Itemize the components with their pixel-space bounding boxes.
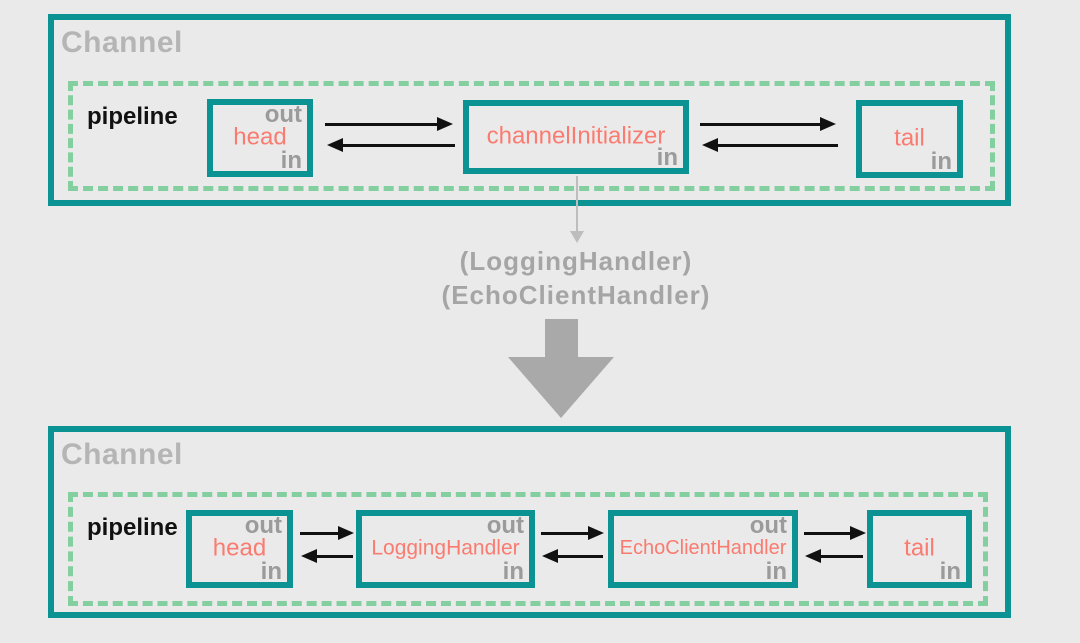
node-out-label: out [486,512,524,539]
down-arrow-head-icon [570,231,584,243]
node-tail: tail in [867,510,972,588]
channel-title: Channel [61,438,183,471]
node-name: LoggingHandler [371,536,520,560]
pipeline-label: pipeline [87,103,178,130]
arrow-right-icon [804,526,866,540]
arrow-right-icon [700,117,836,131]
node-name: EchoClientHandler [619,537,787,560]
node-in-label: in [260,558,282,585]
node-out-label: out [264,101,302,128]
node-channel-initializer: channelInitializer in [463,100,689,174]
node-logging-handler: out LoggingHandler in [356,510,535,588]
pipeline-box-before [68,81,995,191]
arrow-right-icon [541,526,604,540]
node-in-label: in [765,558,787,585]
pipeline-label: pipeline [87,514,178,541]
node-in-label: in [930,148,952,175]
arrow-left-icon [542,549,603,563]
arrow-right-icon [325,117,453,131]
arrow-left-icon [301,549,353,563]
handler-list-line: (EchoClientHandler) [441,280,711,310]
node-in-label: in [502,558,524,585]
node-tail: tail in [856,100,963,178]
arrow-left-icon [702,138,838,152]
node-echo-client-handler: out EchoClientHandler in [608,510,798,588]
channel-title: Channel [61,26,183,59]
big-down-arrow-icon [545,319,578,358]
pipeline-box-after [68,492,988,606]
arrow-left-icon [327,138,455,152]
channel-box-after [48,426,1011,618]
node-out-label: out [244,512,282,539]
down-arrow-icon [576,176,578,232]
big-down-arrow-head-icon [508,357,614,418]
arrow-right-icon [300,526,354,540]
channel-box-before [48,14,1011,206]
node-name: tail [894,124,925,152]
handler-list-line: (LoggingHandler) [459,246,693,276]
node-in-label: in [280,147,302,174]
node-name: head [233,123,287,151]
handler-list: (LoggingHandler) (EchoClientHandler) [290,244,862,312]
node-in-label: in [939,558,961,585]
node-head: out head in [186,510,293,588]
node-name: head [212,534,267,562]
node-name: channelInitializer [486,122,666,150]
arrow-left-icon [805,549,863,563]
node-out-label: out [749,512,787,539]
node-in-label: in [656,144,678,171]
node-name: tail [904,534,935,562]
node-head: out head in [207,99,313,177]
